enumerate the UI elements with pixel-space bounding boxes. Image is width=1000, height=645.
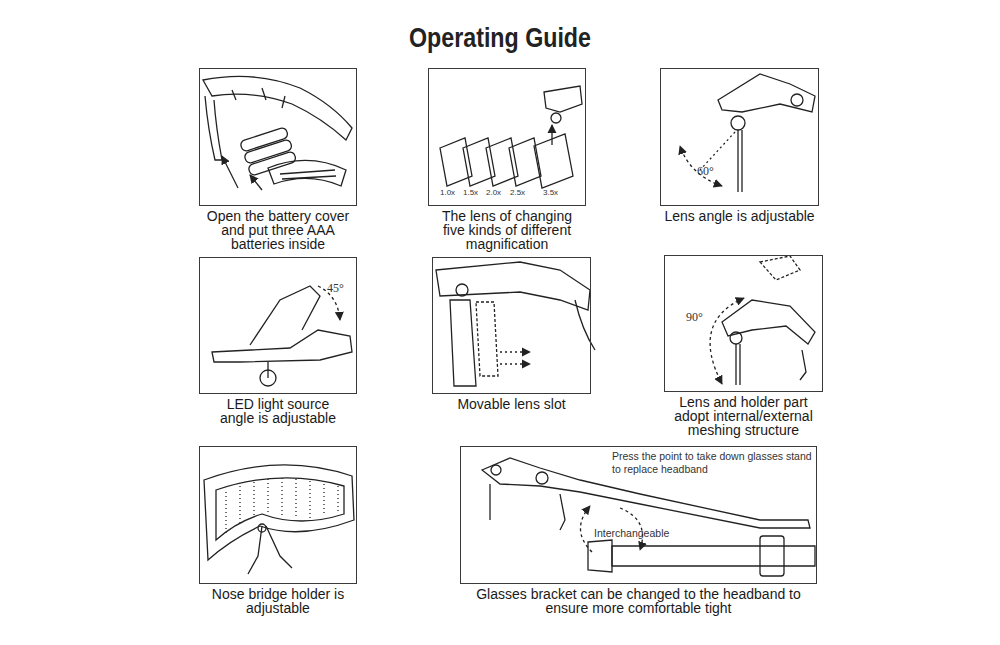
panel-box: Open the battery cover and put three AAA… bbox=[199, 68, 357, 206]
battery-panel-art-part bbox=[222, 156, 238, 188]
panel-caption: Movable lens slot bbox=[427, 397, 597, 411]
bracket-art-part bbox=[489, 484, 490, 520]
headband-art-part bbox=[204, 465, 354, 560]
headband-art-part bbox=[258, 524, 266, 532]
annotation-label: 3.5x bbox=[543, 188, 573, 198]
led-angle-art-part bbox=[260, 370, 276, 386]
annotation-label: Press the point to take down glasses sta… bbox=[612, 450, 814, 475]
panel-box: Movable lens slot bbox=[432, 257, 591, 394]
lens-slot-art-part bbox=[476, 302, 498, 376]
lens-slot-art-part bbox=[500, 363, 530, 364]
battery-panel-art-part bbox=[232, 88, 285, 108]
battery-panel-art-part bbox=[240, 127, 289, 152]
panel-box: LED light source angle is adjustable bbox=[199, 257, 357, 394]
panel-caption: Nose bridge holder is adjustable bbox=[208, 587, 348, 615]
panel-box: Lens angle is adjustable bbox=[660, 68, 819, 206]
bracket-art-part bbox=[560, 494, 565, 530]
panel-caption: Glasses bracket can be changed to the he… bbox=[464, 587, 814, 615]
battery-panel-art-part bbox=[280, 170, 336, 179]
headband-art-part bbox=[216, 478, 344, 540]
led-angle-art bbox=[212, 286, 352, 386]
panel-caption: Lens and holder part adopt internal/exte… bbox=[663, 395, 825, 437]
lens-set-art-part bbox=[544, 86, 582, 112]
panel-box: The lens of changing five kinds of diffe… bbox=[428, 68, 586, 206]
lens-slot-art-part bbox=[456, 284, 468, 296]
lens-angle-art-part bbox=[741, 130, 742, 192]
panel-caption: LED light source angle is adjustable bbox=[208, 397, 348, 425]
lens-slot-art-part bbox=[450, 300, 476, 386]
meshing-art bbox=[710, 256, 815, 385]
lens-set-art bbox=[440, 86, 582, 188]
lens-angle-art-part bbox=[791, 94, 803, 106]
lens-angle-art-part bbox=[731, 116, 745, 130]
annotation-label: Interchangeable bbox=[594, 527, 694, 540]
battery-panel-art-part bbox=[244, 139, 293, 164]
meshing-art-part bbox=[800, 350, 806, 380]
annotation-label: 2.5x bbox=[510, 188, 540, 198]
battery-panel-art-part bbox=[248, 151, 297, 176]
lens-set-art-part bbox=[486, 138, 518, 186]
line-art bbox=[203, 74, 815, 576]
lens-slot-art-part bbox=[575, 300, 595, 350]
panel-box: Nose bridge holder is adjustable bbox=[199, 446, 357, 584]
panel-caption: Open the battery cover and put three AAA… bbox=[198, 209, 358, 251]
led-angle-art-part bbox=[212, 330, 352, 362]
lens-set-art-part bbox=[440, 138, 472, 186]
headband-art-part bbox=[248, 526, 292, 574]
lens-set-art-part bbox=[463, 138, 495, 186]
meshing-art-part bbox=[722, 300, 815, 344]
lens-angle-art-part bbox=[737, 130, 738, 192]
lens-slot-art-part bbox=[436, 262, 590, 310]
bracket-art bbox=[482, 458, 815, 576]
bracket-art-part bbox=[491, 465, 501, 475]
bracket-art-part bbox=[588, 540, 612, 572]
panel-caption: The lens of changing five kinds of diffe… bbox=[431, 209, 583, 251]
bracket-art-part bbox=[536, 472, 548, 484]
meshing-art-part bbox=[730, 332, 742, 344]
panel-caption: Lens angle is adjustable bbox=[650, 209, 830, 223]
lens-slot-art-part bbox=[500, 351, 530, 352]
meshing-art-part bbox=[739, 344, 740, 385]
lens-set-art-part bbox=[551, 113, 561, 123]
battery-panel-art-part bbox=[203, 76, 352, 140]
lens-angle-art-part bbox=[718, 74, 815, 112]
annotation-label: 45° bbox=[327, 281, 367, 295]
battery-panel-art-part bbox=[268, 160, 346, 186]
lens-angle-art bbox=[680, 74, 815, 192]
annotation-label: 60° bbox=[697, 164, 737, 178]
led-angle-art-part bbox=[250, 286, 320, 345]
lens-set-art-part bbox=[551, 125, 552, 145]
headband-art bbox=[204, 465, 354, 574]
lens-slot-art bbox=[436, 262, 595, 386]
headband-art-part bbox=[226, 478, 338, 536]
bracket-art-part bbox=[580, 506, 592, 552]
battery-panel-art-part bbox=[205, 96, 222, 160]
battery-panel-art bbox=[203, 76, 352, 190]
meshing-art-part bbox=[735, 344, 736, 385]
annotation-label: 90° bbox=[686, 310, 726, 324]
battery-panel-art-part bbox=[250, 175, 262, 190]
bracket-art-part bbox=[760, 536, 784, 576]
lens-set-art-part bbox=[534, 134, 573, 188]
page-title: Operating Guide bbox=[328, 22, 672, 54]
meshing-art-part bbox=[710, 298, 744, 384]
meshing-art-part bbox=[760, 256, 800, 280]
